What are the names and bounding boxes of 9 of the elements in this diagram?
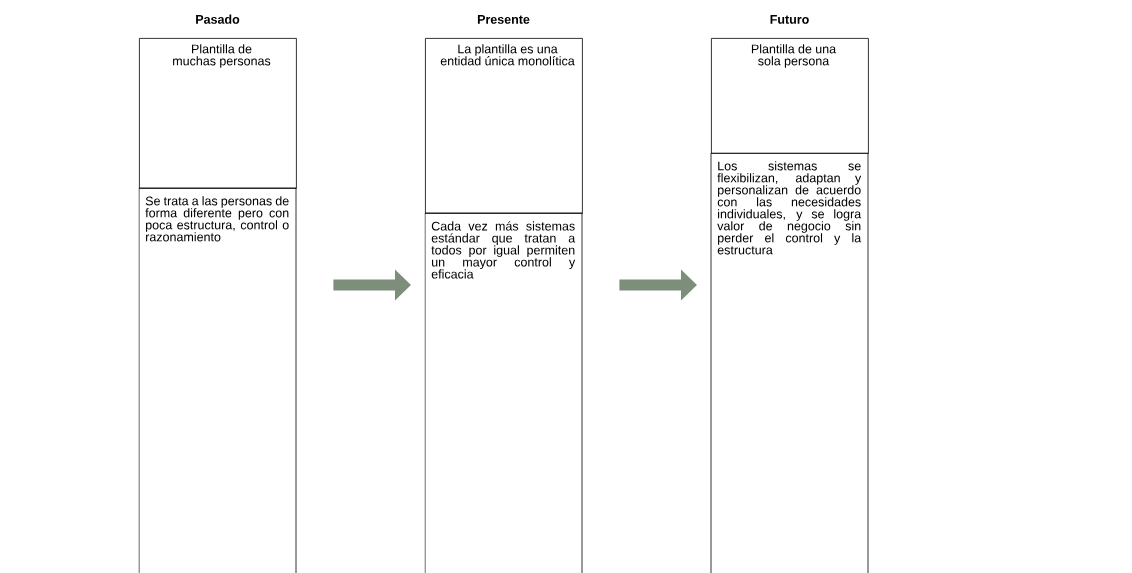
node-label: Presente xyxy=(477,15,530,24)
node-label: Pasado xyxy=(196,14,240,24)
header-box: Presente La plantilla es una entidad única monolítica xyxy=(425,15,583,214)
text-box: Cada vez más sistemas estándar que tratan a todos por igual permiten un mayor control y eficacia xyxy=(424,212,583,573)
text-box: Los sistemas se flexibilizan, adaptan y personalizan de acuerdo con las necesidades individuales, y se logra valor de negocio sin perder el control y la estructura xyxy=(710,152,869,573)
header-box: Pasado Plantilla de muchas personas xyxy=(139,14,297,189)
header-box: Futuro Plantilla de una sola persona xyxy=(711,15,869,154)
node-label: Futuro xyxy=(770,15,809,24)
text-box: Se trata a las personas de forma diferente pero con poca estructura, control o razonamiento xyxy=(138,187,297,573)
